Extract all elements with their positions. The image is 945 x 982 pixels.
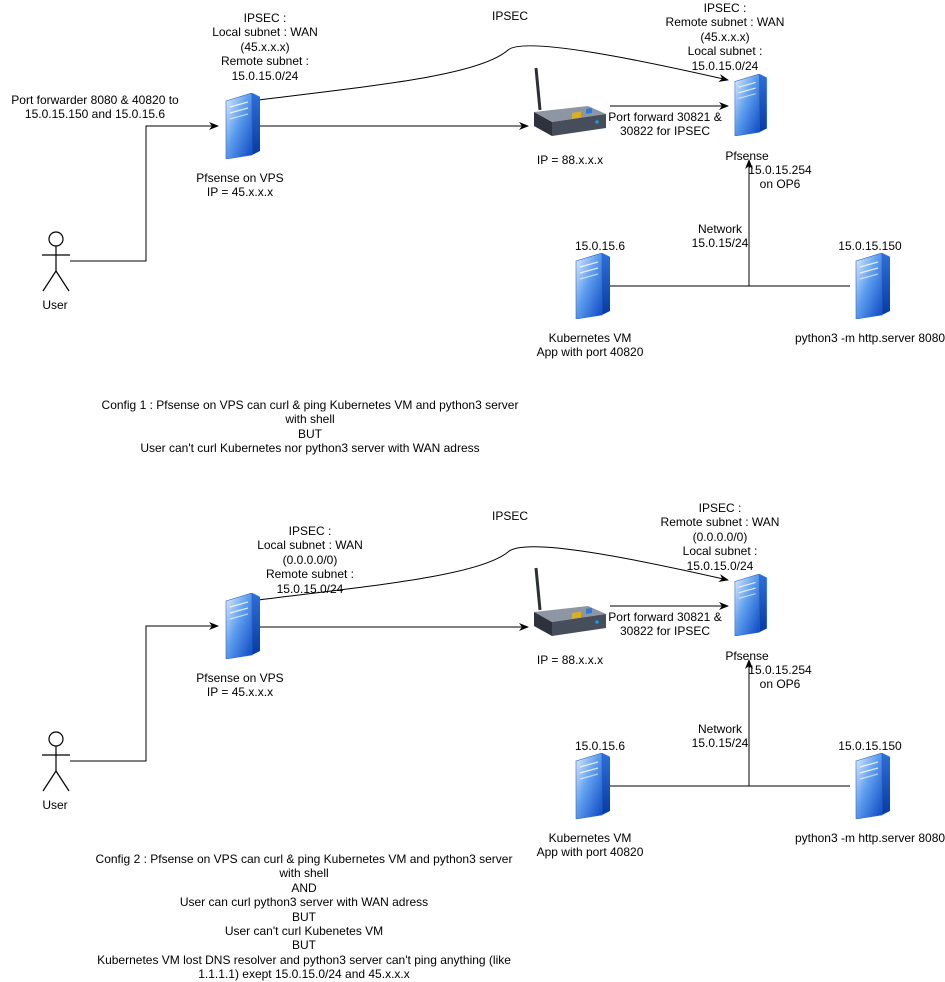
pfsense-label: Pfsense	[725, 149, 769, 163]
port-forward-label: Port forward 30821 &30822 for IPSEC	[608, 110, 722, 139]
port-forward-label: Port forward 30821 &30822 for IPSEC	[608, 610, 722, 639]
router-icon	[532, 566, 608, 638]
ipsec-tunnel-curve-1	[257, 45, 729, 101]
router-icon	[532, 66, 608, 138]
config1-connections	[70, 45, 850, 287]
pfsense-server-icon	[734, 574, 767, 636]
kubernetes-vm-server-icon	[575, 253, 610, 319]
ipsec-center-label: IPSEC	[491, 9, 528, 23]
python-server-icon	[855, 753, 890, 819]
python-ip-label: 15.0.15.150	[838, 239, 902, 253]
router-ip-label: IP = 88.x.x.x	[536, 153, 604, 167]
user-label: User	[42, 798, 68, 812]
config2-connections	[70, 546, 850, 787]
python-ip-label: 15.0.15.150	[838, 739, 902, 753]
user-to-vps-link-1	[70, 122, 219, 262]
pfsense-label: Pfsense	[725, 649, 769, 663]
user-to-vps-link-2	[70, 622, 219, 762]
remote-ipsec-label: IPSEC :Remote subnet : WAN(45.x.x.x)Loca…	[665, 1, 785, 73]
vps-ipsec-label: IPSEC :Local subnet : WAN(0.0.0.0/0)Remo…	[257, 524, 363, 596]
python-server-label: python3 -m http.server 8080	[794, 331, 945, 345]
config2-note: Config 2 : Pfsense on VPS can curl & pin…	[95, 852, 513, 982]
pfsense-vps-server-icon	[225, 93, 260, 159]
pfsense-server-icon	[734, 74, 767, 136]
user-actor-icon	[41, 731, 71, 792]
python-server-label: python3 -m http.server 8080	[794, 831, 945, 845]
user-actor-icon	[41, 231, 71, 292]
vps-ipsec-label: IPSEC :Local subnet : WAN(45.x.x.x)Remot…	[212, 11, 318, 83]
pfsense-vps-server-icon	[225, 593, 260, 659]
user-label: User	[42, 298, 68, 312]
kubernetes-vm-server-icon	[575, 753, 610, 819]
kubernetes-ip-label: 15.0.15.6	[574, 239, 626, 253]
kubernetes-ip-label: 15.0.15.6	[574, 739, 626, 753]
ipsec-center-label: IPSEC	[491, 509, 528, 523]
remote-ipsec-label: IPSEC :Remote subnet : WAN(0.0.0.0/0)Loc…	[660, 501, 780, 573]
config1-note: Config 1 : Pfsense on VPS can curl & pin…	[101, 398, 519, 456]
python-server-icon	[855, 253, 890, 319]
router-ip-label: IP = 88.x.x.x	[536, 653, 604, 667]
ipsec-tunnel-curve-2	[257, 546, 729, 601]
